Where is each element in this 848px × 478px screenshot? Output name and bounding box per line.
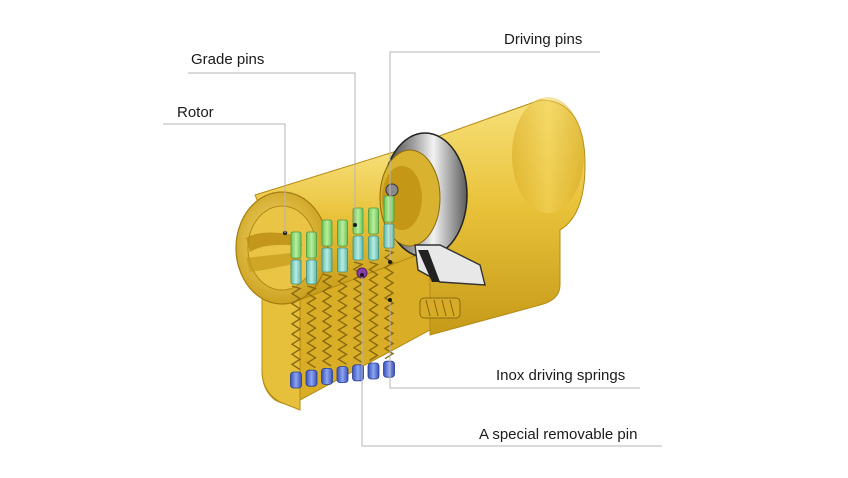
spring-pin — [290, 371, 302, 389]
grade-pin — [383, 195, 395, 223]
label-driving-pins: Driving pins — [504, 31, 583, 48]
grade-pin — [337, 219, 348, 247]
spring-pin — [367, 362, 380, 380]
driving-pin — [352, 235, 364, 261]
side-screw — [419, 297, 461, 319]
spring-pin — [383, 360, 395, 378]
leader-grade-pins — [188, 72, 356, 225]
leader-inox-springs — [389, 300, 640, 389]
driving-pin — [368, 235, 379, 261]
spring-pin — [336, 366, 349, 384]
label-special-removable-pin: A special removable pin — [479, 426, 638, 443]
grade-pin — [306, 231, 317, 259]
leader-rotor — [163, 123, 286, 233]
inox-driving-spring — [383, 249, 395, 360]
driving-pin — [337, 247, 348, 273]
leader-lines — [163, 51, 662, 447]
leader-special-pin — [361, 275, 662, 447]
label-grade-pins: Grade pins — [191, 51, 265, 68]
grade-pin — [368, 207, 379, 235]
grade-pin — [321, 219, 333, 247]
inox-driving-spring — [306, 285, 318, 369]
label-rotor: Rotor — [177, 104, 214, 121]
inox-driving-spring — [321, 273, 333, 367]
grade-pin — [290, 231, 302, 259]
driving-pin — [383, 223, 395, 249]
inox-driving-spring — [290, 285, 302, 371]
driving-pin — [321, 247, 333, 273]
driving-pin — [306, 259, 317, 285]
driving-pin — [290, 259, 302, 285]
spring-pin — [352, 364, 364, 382]
leader-dots — [353, 223, 392, 302]
spring-pin — [305, 369, 318, 387]
inox-driving-spring — [337, 273, 349, 365]
cam-ring — [379, 132, 486, 286]
label-inox-driving-springs: Inox driving springs — [496, 367, 626, 384]
inox-driving-spring — [368, 261, 380, 362]
spring-pin — [321, 367, 333, 385]
leader-driving-pins — [389, 51, 600, 262]
